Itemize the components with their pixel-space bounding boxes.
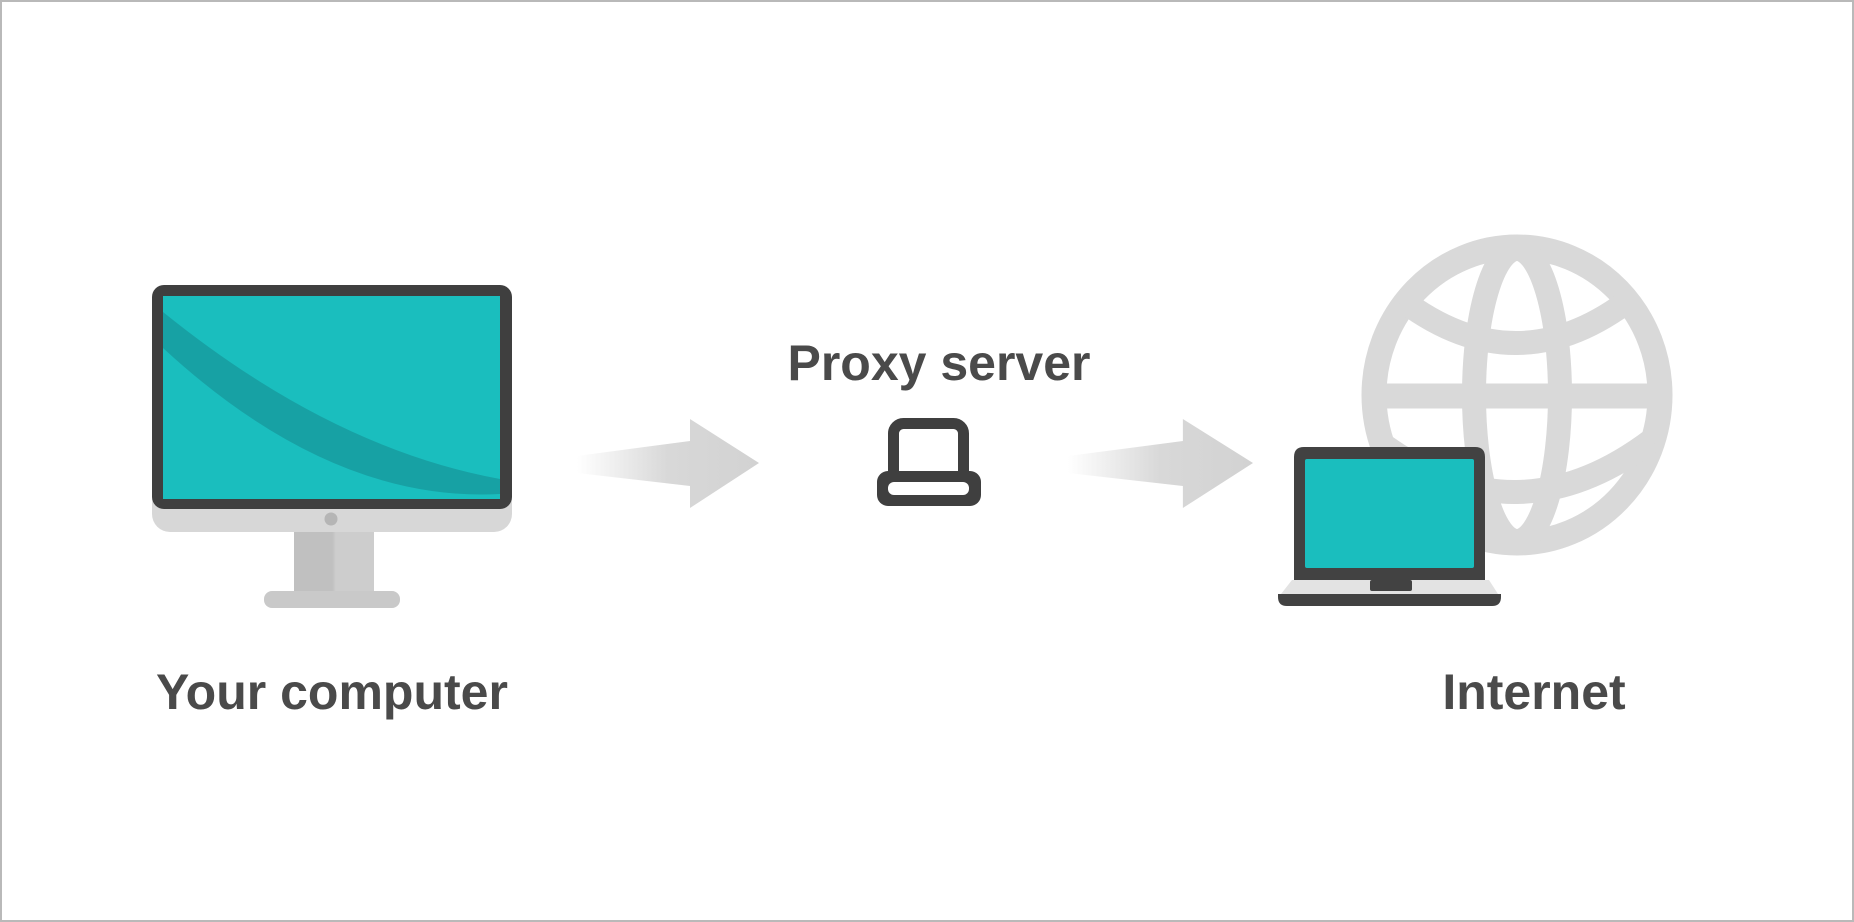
globe-upper-latitude (1394, 288, 1640, 355)
proxy-laptop-base-slot (888, 482, 969, 495)
your-computer-label: Your computer (156, 664, 508, 720)
laptop-outline-icon (877, 418, 981, 506)
right-arrow-icon (577, 419, 759, 508)
monitor-screen-swoosh (163, 312, 500, 495)
internet-laptop-bottom (1278, 594, 1501, 606)
internet-label: Internet (1442, 664, 1626, 720)
globe-icon (1361, 234, 1673, 556)
monitor-stand-base (264, 591, 400, 608)
arrow-shape (1068, 419, 1253, 508)
internet-laptop-notch (1370, 580, 1412, 591)
monitor-screen (163, 296, 500, 499)
monitor-camera-dot (324, 512, 338, 526)
proxy-server-label: Proxy server (787, 335, 1091, 391)
internet-laptop-screen (1305, 459, 1474, 568)
arrow-shape (577, 419, 759, 508)
right-arrow-icon (1068, 419, 1253, 508)
laptop-icon (1278, 447, 1501, 606)
monitor-stand-neck (294, 532, 374, 594)
desktop-monitor-icon (152, 285, 512, 608)
